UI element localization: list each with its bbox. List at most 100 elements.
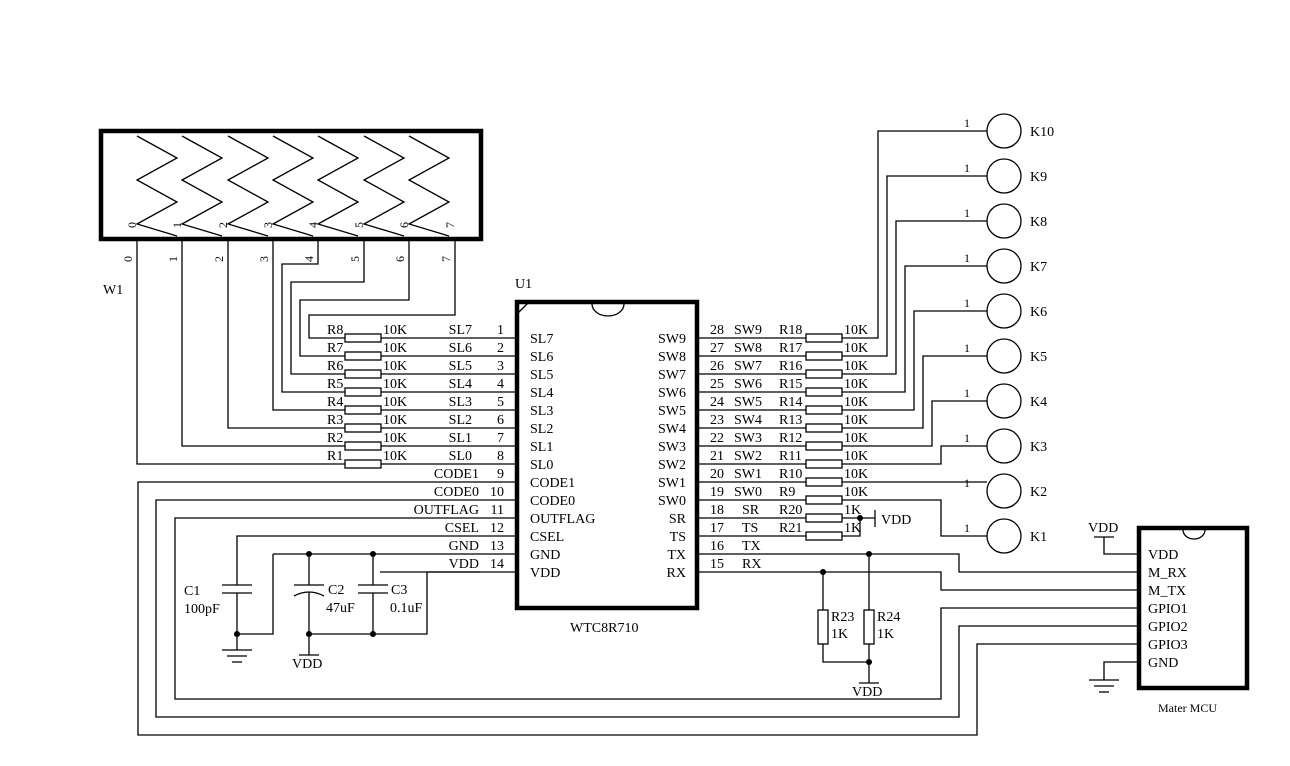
pin-name: RX (667, 566, 686, 581)
w1-wires (136, 240, 456, 465)
resistor-value: 10K (844, 377, 868, 392)
w1-pin-label: 0 (121, 256, 135, 262)
capacitor-ref: C1 (184, 584, 200, 599)
resistor-body (817, 609, 829, 645)
resistor-body (805, 495, 843, 505)
net-label: RX (742, 557, 761, 572)
key-pad (986, 158, 1022, 194)
mcu-pin-label: GND (1148, 656, 1178, 671)
net-label: SL5 (449, 359, 472, 374)
pin-number: 13 (490, 539, 504, 554)
key-pin-number: 1 (964, 431, 970, 445)
resistor-ref: R20 (779, 503, 802, 518)
pin-number: 3 (497, 359, 504, 374)
resistor-ref: R2 (327, 431, 343, 446)
w1-pin-label: 7 (439, 256, 453, 262)
resistor-body (344, 369, 382, 379)
pin-name: SW3 (658, 440, 686, 455)
resistor-body (344, 387, 382, 397)
resistor-value: 10K (383, 395, 407, 410)
net-label: SW5 (734, 395, 762, 410)
net-label: CODE0 (434, 485, 479, 500)
net-label: SL3 (449, 395, 472, 410)
resistor-value: 1K (877, 627, 894, 642)
pin-name: TS (670, 530, 686, 545)
resistor-body (805, 441, 843, 451)
w1-pad-label: 6 (397, 222, 411, 228)
pin-name: SL0 (530, 458, 553, 473)
power-section: VDD C1 100pF C2 47uF C3 0.1uF (184, 535, 480, 672)
key-pad (986, 293, 1022, 329)
key-pin-number: 1 (964, 161, 970, 175)
resistor-ref: R7 (327, 341, 343, 356)
capacitor-value: 47uF (326, 601, 355, 616)
pin-number: 28 (710, 323, 724, 338)
resistor-value: 10K (844, 449, 868, 464)
mcu-bus-wires: VDD R23 1K R24 1K (137, 481, 1138, 736)
resistor-body (805, 333, 843, 343)
pin-number: 22 (710, 431, 724, 446)
master-mcu: VDD VDD M_RX M_TX GPIO1 GPIO2 GPIO3 GND … (1088, 521, 1250, 715)
resistor-body (344, 459, 382, 469)
pin-number: 20 (710, 467, 724, 482)
resistor-ref: R5 (327, 377, 343, 392)
key-pad (986, 428, 1022, 464)
pin-number: 7 (497, 431, 504, 446)
net-label: SW1 (734, 467, 762, 482)
net-label: GND (449, 539, 479, 554)
w1-pin-label: 1 (166, 256, 180, 262)
w1-pad-label: 0 (125, 222, 139, 228)
pin-name: SW2 (658, 458, 686, 473)
pin-name: SW0 (658, 494, 686, 509)
resistor-value: 10K (844, 323, 868, 338)
net-label: VDD (449, 557, 479, 572)
net-label: CSEL (445, 521, 479, 536)
u1-chip: U1 WTC8R710 SL7 SL6 SL5 SL4 SL3 SL2 SL1 … (514, 277, 700, 636)
key-pad (986, 248, 1022, 284)
resistor-body (344, 405, 382, 415)
key-ref: K3 (1030, 440, 1047, 455)
pin-name: CSEL (530, 530, 564, 545)
resistor-body (805, 477, 843, 487)
resistor-value: 1K (844, 503, 861, 518)
pin-number: 5 (497, 395, 504, 410)
pin-number: 12 (490, 521, 504, 536)
net-label: SR (742, 503, 760, 518)
vdd-label: VDD (881, 513, 911, 528)
capacitor-value: 0.1uF (390, 601, 423, 616)
resistor-body (344, 423, 382, 433)
resistor-body (805, 387, 843, 397)
pin-number: 26 (710, 359, 724, 374)
resistor-ref: R4 (327, 395, 343, 410)
net-label: SL7 (449, 323, 472, 338)
resistor-ref: R6 (327, 359, 343, 374)
resistor-value: 10K (844, 359, 868, 374)
pin-name: TX (667, 548, 686, 563)
pin-number: 27 (710, 341, 724, 356)
resistor-value: 10K (844, 413, 868, 428)
resistor-value: 1K (844, 521, 861, 536)
resistor-body (805, 513, 843, 523)
resistor-body (805, 351, 843, 361)
key-pad (986, 338, 1022, 374)
w1-pad-label: 7 (443, 222, 457, 228)
pin-number: 9 (497, 467, 504, 482)
pin-number: 17 (710, 521, 724, 536)
resistor-ref: R21 (779, 521, 802, 536)
vdd-label: VDD (292, 657, 322, 672)
mcu-pin-label: GPIO2 (1148, 620, 1188, 635)
key-pin-number: 1 (964, 386, 970, 400)
key-pad (986, 203, 1022, 239)
resistor-ref: R16 (779, 359, 802, 374)
net-label: SL1 (449, 431, 472, 446)
pin-number: 16 (710, 539, 724, 554)
capacitor-value: 100pF (184, 602, 220, 617)
pin-name: OUTFLAG (530, 512, 595, 527)
u1-ref-label: U1 (515, 277, 532, 292)
mcu-title: Mater MCU (1158, 701, 1217, 715)
pin-name: SL6 (530, 350, 553, 365)
pin-name: SW7 (658, 368, 686, 383)
capacitor-ref: C3 (391, 583, 407, 598)
pin-name: SL7 (530, 332, 553, 347)
